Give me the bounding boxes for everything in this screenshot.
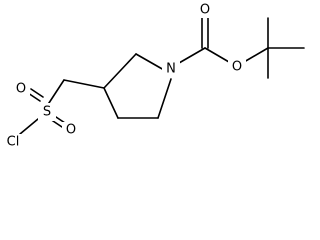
bond-c2-n — [135, 53, 165, 71]
atom-cl: Cl — [7, 135, 20, 150]
bond-o-cq — [243, 47, 269, 63]
atom-o-ester: O — [232, 60, 242, 75]
bond-c4-c3 — [103, 87, 119, 119]
atom-s: S — [43, 105, 51, 120]
atom-labels: N O O S O O Cl — [2, 2, 246, 150]
bond-ch2-s — [46, 79, 65, 107]
o-top-bg — [12, 81, 30, 97]
atom-o-carbonyl: O — [200, 3, 210, 18]
structure-diagram: N O O S O O Cl — [2, 2, 305, 150]
atom-o-sulfonyl-top: O — [16, 82, 26, 97]
bond-s-cl — [19, 118, 39, 135]
n-label-bg — [162, 60, 180, 78]
bond-c3-c2 — [103, 53, 137, 89]
bond-c-o-ester — [204, 47, 230, 63]
bond-c3-ch2 — [63, 79, 105, 89]
cl-label-bg — [2, 134, 26, 150]
o-ester-bg — [228, 59, 246, 75]
o-bottom-bg — [62, 122, 80, 138]
s-label-bg — [38, 103, 56, 121]
bond-n-c5 — [157, 78, 172, 119]
o-carbonyl-bg — [196, 2, 214, 18]
bond-n-carbonyl-c — [178, 47, 206, 64]
bond-s-o-top-b — [30, 88, 44, 98]
atom-o-sulfonyl-bottom: O — [66, 123, 76, 138]
boc-group — [178, 16, 305, 79]
atom-n: N — [166, 62, 176, 77]
pyrrolidine-ring — [103, 53, 172, 119]
